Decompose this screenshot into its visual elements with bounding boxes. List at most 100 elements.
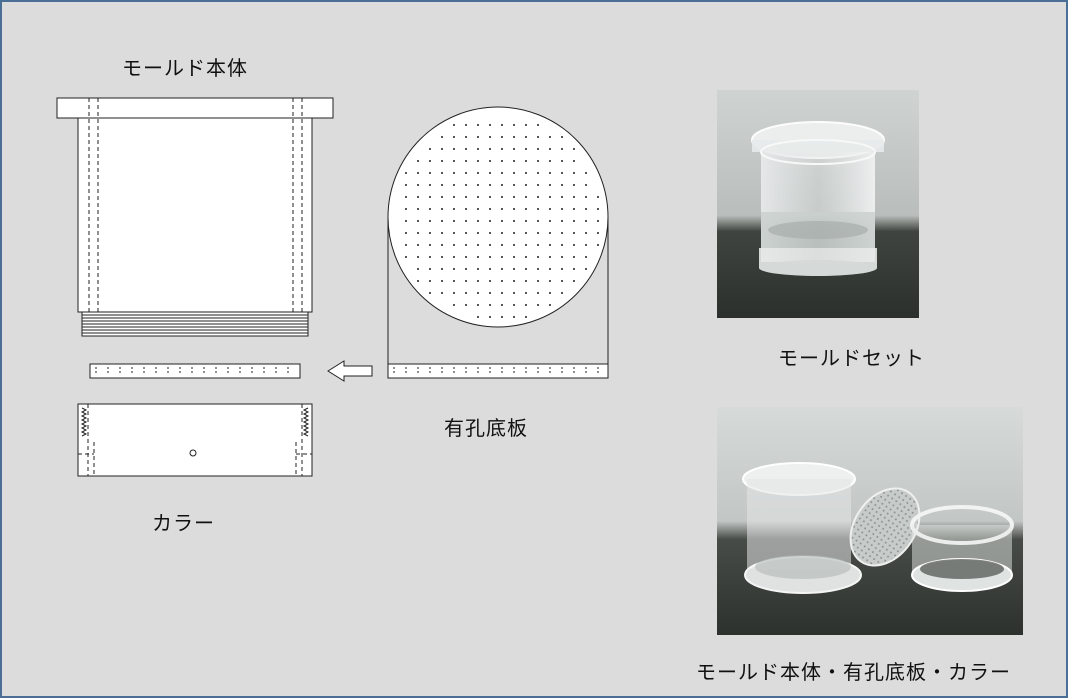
plate-hole	[501, 160, 503, 162]
plate-hole	[597, 232, 599, 234]
plate-hole	[525, 172, 527, 174]
plate-hole	[525, 124, 527, 126]
plate-hole	[405, 208, 407, 210]
plate-hole	[453, 172, 455, 174]
plate-hole	[537, 280, 539, 282]
plate-hole	[537, 208, 539, 210]
plate-hole	[429, 184, 431, 186]
plate-hole	[429, 220, 431, 222]
mold-set-label: モールドセット	[778, 346, 925, 370]
plate-hole	[549, 292, 551, 294]
plate-hole	[477, 208, 479, 210]
plate-hole	[501, 208, 503, 210]
plate-hole	[489, 136, 491, 138]
plate-hole	[405, 244, 407, 246]
plate-hole	[405, 256, 407, 258]
plate-hole	[489, 280, 491, 282]
plate-hole	[489, 172, 491, 174]
plate-hole	[525, 316, 527, 318]
plate-hole	[537, 232, 539, 234]
plate-hole	[489, 304, 491, 306]
plate-hole	[513, 232, 515, 234]
plate-hole	[537, 220, 539, 222]
plate-hole	[477, 244, 479, 246]
plate-hole	[429, 172, 431, 174]
plate-hole	[429, 292, 431, 294]
plate-hole	[561, 232, 563, 234]
plate-hole	[501, 172, 503, 174]
plate-hole	[537, 124, 539, 126]
plate-hole	[501, 220, 503, 222]
plate-hole	[573, 184, 575, 186]
plate-hole	[453, 268, 455, 270]
plate-hole	[525, 268, 527, 270]
plate-hole	[441, 292, 443, 294]
plate-hole	[537, 256, 539, 258]
plate-holes	[405, 124, 599, 318]
plate-hole	[477, 268, 479, 270]
plate-hole	[465, 304, 467, 306]
plate-hole	[597, 196, 599, 198]
plate-hole	[489, 196, 491, 198]
plate-hole	[537, 184, 539, 186]
plate-hole	[429, 208, 431, 210]
plate-hole	[405, 232, 407, 234]
plate-hole	[549, 160, 551, 162]
plate-hole	[501, 256, 503, 258]
plate-hole	[453, 136, 455, 138]
plate-hole	[525, 292, 527, 294]
plate-hole	[501, 280, 503, 282]
plate-hole	[417, 280, 419, 282]
plate-hole	[453, 148, 455, 150]
plate-hole	[561, 268, 563, 270]
plate-hole	[429, 196, 431, 198]
plate-hole	[597, 220, 599, 222]
plate-hole	[537, 148, 539, 150]
plate-hole	[477, 280, 479, 282]
plate-hole	[441, 160, 443, 162]
plate-top-view	[387, 106, 609, 328]
plate-hole	[441, 136, 443, 138]
plate-hole	[525, 184, 527, 186]
plate-hole	[549, 208, 551, 210]
plate-hole	[465, 136, 467, 138]
plate-hole	[477, 184, 479, 186]
plate-hole	[417, 232, 419, 234]
plate-hole	[585, 220, 587, 222]
plate-hole	[405, 196, 407, 198]
plate-hole	[525, 280, 527, 282]
plate-hole	[513, 196, 515, 198]
plate-hole	[465, 232, 467, 234]
plate-hole	[453, 208, 455, 210]
plate-hole	[429, 232, 431, 234]
plate-hole	[573, 208, 575, 210]
plate-hole	[525, 148, 527, 150]
plate-hole	[525, 196, 527, 198]
perforated-plate-label: 有孔底板	[444, 416, 528, 440]
plate-hole	[513, 268, 515, 270]
plate-hole	[441, 196, 443, 198]
plate-hole	[501, 244, 503, 246]
plate-hole	[441, 256, 443, 258]
plate-hole	[477, 148, 479, 150]
plate-hole	[585, 256, 587, 258]
plate-hole	[477, 172, 479, 174]
plate-hole	[513, 316, 515, 318]
plate-hole	[477, 316, 479, 318]
plate-hole	[537, 244, 539, 246]
plate-hole	[453, 196, 455, 198]
plate-hole	[417, 184, 419, 186]
plate-hole	[489, 256, 491, 258]
plate-hole	[417, 220, 419, 222]
plate-hole	[537, 292, 539, 294]
plate-hole	[417, 208, 419, 210]
plate-hole	[429, 244, 431, 246]
plate-hole	[489, 208, 491, 210]
plate-hole	[441, 268, 443, 270]
plate-hole	[585, 268, 587, 270]
plate-hole	[417, 160, 419, 162]
plate-hole	[453, 160, 455, 162]
plate-hole	[453, 256, 455, 258]
plate-hole	[417, 172, 419, 174]
